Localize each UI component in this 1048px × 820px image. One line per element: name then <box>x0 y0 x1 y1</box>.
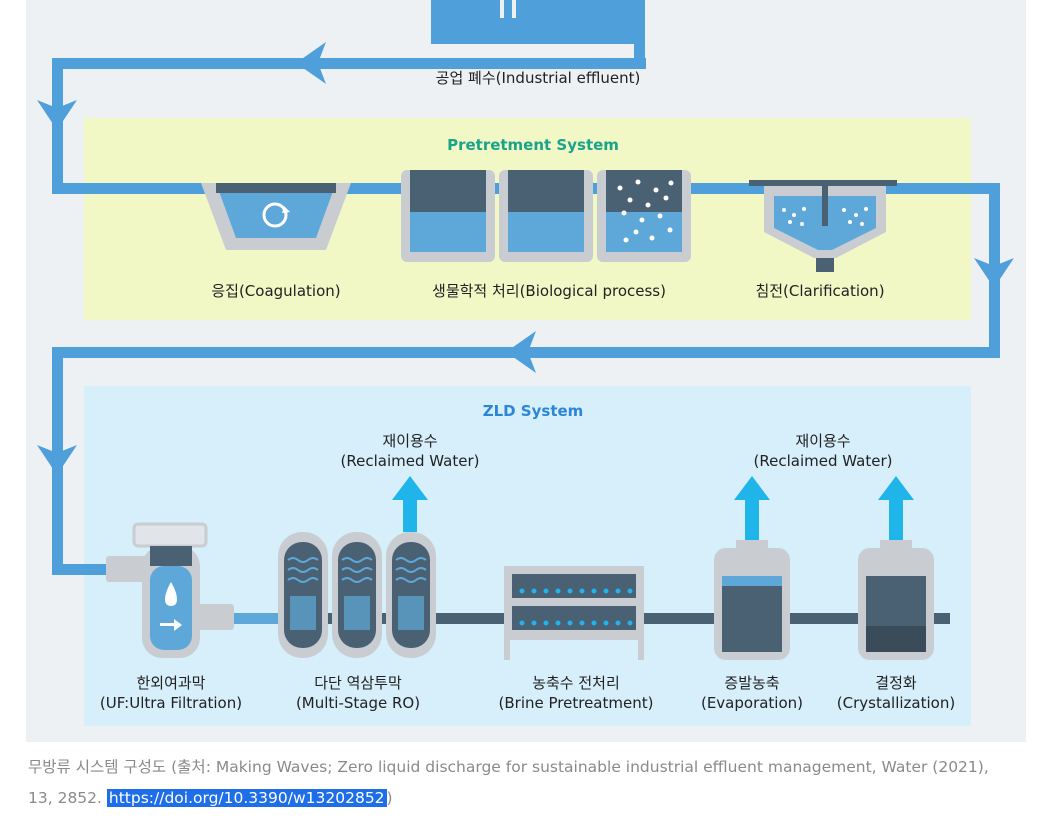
caption-text: 무방류 시스템 구성도 (출처: Making Waves; Zero liqu… <box>28 758 989 807</box>
doi-link[interactable]: https://doi.org/10.3390/w13202852 <box>106 789 387 807</box>
coagulation-label: 응집(Coagulation) <box>211 282 340 300</box>
clarifier-icon <box>749 180 897 272</box>
evaporation-label-ko: 증발농축 <box>724 674 779 692</box>
biological-label: 생물학적 처리(Biological process) <box>432 282 666 300</box>
reclaimed-water-label-ko: 재이용수 <box>382 432 437 450</box>
reclaimed-up-arrow-icon <box>734 476 770 540</box>
pretreatment-title: Pretretment System <box>447 136 619 154</box>
figure-caption: 무방류 시스템 구성도 (출처: Making Waves; Zero liqu… <box>28 752 1018 814</box>
crystallizer-icon <box>858 540 934 660</box>
zld-panel <box>84 386 971 726</box>
uf-label-en: (UF:Ultra Filtration) <box>100 694 242 712</box>
caption-close-paren: ) <box>386 789 393 807</box>
zld-title: ZLD System <box>483 402 584 420</box>
evaporator-icon <box>714 540 790 660</box>
industrial-effluent-label: 공업 폐수(Industrial effluent) <box>436 69 641 87</box>
brine-rack-icon <box>504 566 644 660</box>
flow-arrow-down-icon <box>974 258 1014 288</box>
reclaimed-water-label-en: (Reclaimed Water) <box>754 452 893 470</box>
brine-label-ko: 농축수 전처리 <box>532 674 620 692</box>
uf-filter-icon <box>106 522 234 658</box>
ro-module-icon <box>278 532 436 658</box>
evaporation-label-en: (Evaporation) <box>701 694 803 712</box>
flow-arrow-down-icon <box>37 100 77 130</box>
reclaimed-water-label-en: (Reclaimed Water) <box>341 452 480 470</box>
flow-arrow-left-icon <box>506 331 536 373</box>
reclaimed-up-arrow-icon <box>878 476 914 540</box>
flow-arrow-left-icon <box>296 42 326 84</box>
brine-label-en: (Brine Pretreatment) <box>499 694 654 712</box>
zld-process-diagram: 공업 폐수(Industrial effluent) Pretretment S… <box>26 0 1026 742</box>
clarification-label: 침전(Clarification) <box>755 282 884 300</box>
reclaimed-water-label-ko: 재이용수 <box>795 432 850 450</box>
flow-arrow-down-icon <box>37 445 77 475</box>
ro-label-en: (Multi-Stage RO) <box>296 694 420 712</box>
reclaimed-up-arrow-icon <box>392 476 428 532</box>
crystallization-label-ko: 결정화 <box>875 674 917 692</box>
factory-icon <box>431 0 645 44</box>
coagulation-tank-icon <box>201 183 351 250</box>
uf-label-ko: 한외여과막 <box>136 674 205 692</box>
crystallization-label-en: (Crystallization) <box>837 694 955 712</box>
bio-tank-icon <box>401 170 691 262</box>
ro-label-ko: 다단 역삼투막 <box>314 674 402 692</box>
